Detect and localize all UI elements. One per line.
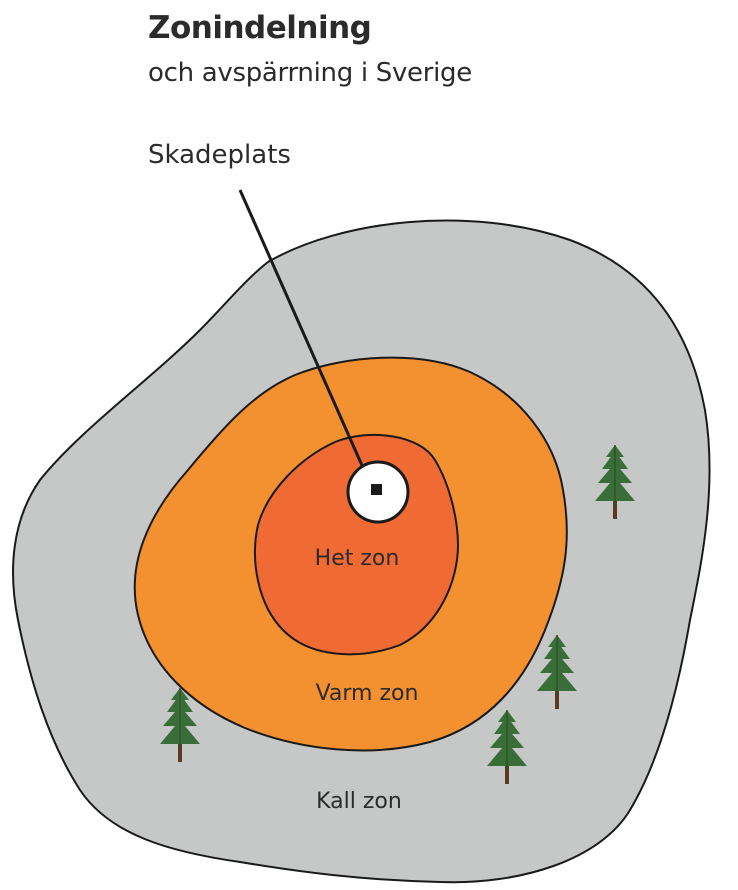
- incident-site-marker: [371, 484, 382, 495]
- warm-zone-label: Varm zon: [316, 681, 419, 706]
- hot-zone-label: Het zon: [315, 546, 400, 571]
- incident-pointer-line: [238, 189, 374, 489]
- diagram-title: Zonindelning: [148, 10, 372, 46]
- diagram-subtitle: och avspärrning i Sverige: [148, 58, 472, 88]
- cold-zone-label: Kall zon: [316, 789, 402, 814]
- incident-label: Skadeplats: [148, 140, 291, 170]
